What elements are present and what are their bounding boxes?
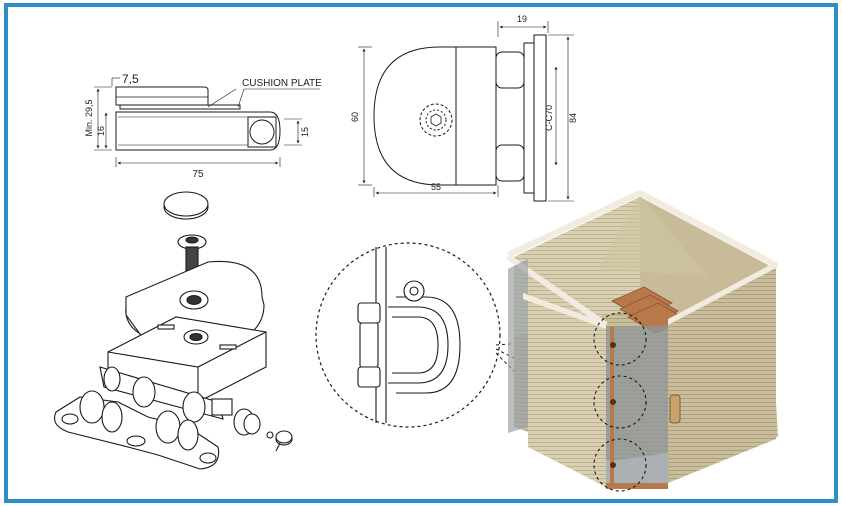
front-view-drawing [358,21,574,202]
front-left-label: 60 [350,112,360,122]
front-cc-label: C-C70 [544,105,554,131]
front-top-label: 19 [517,14,527,24]
technical-drawing: 75 Min. 29,5 16 15 7,5 CUSHION PLATE 19 … [53,14,778,492]
sauna-enclosure [506,189,778,492]
side-right-height-label: 15 [300,127,310,137]
detail-circle [315,242,501,428]
exploded-hinge-drawing [53,191,293,470]
side-height-label: Min. 29,5 [84,99,94,136]
side-offset-label: 7,5 [122,72,139,86]
side-left-height-label: 16 [96,126,106,136]
front-bottom-label: 55 [431,182,441,192]
side-width-label: 75 [192,169,204,180]
figure-frame: 75 Min. 29,5 16 15 7,5 CUSHION PLATE 19 … [4,3,838,503]
front-height-label: 84 [568,113,578,123]
side-view-drawing [94,77,320,167]
cushion-plate-label: CUSHION PLATE [242,78,322,89]
